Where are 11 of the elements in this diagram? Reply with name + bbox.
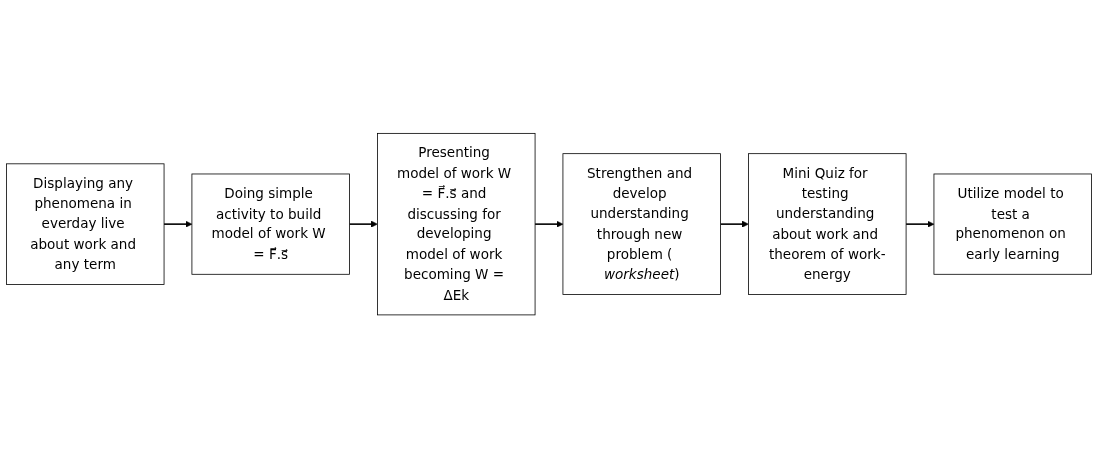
arrow: [348, 221, 378, 228]
node-box: Doing simple activity to build model of work W = F⃗.s⃗: [191, 173, 350, 276]
arrow: [534, 221, 564, 228]
node-box: Strengthen and develop understanding through new problem ( worksheet): [562, 153, 721, 296]
node-box: Utilize model to test a phenomenon on early learning: [933, 173, 1092, 276]
node-box: Mini Quiz for testing understanding about work and theorem of work-energy: [748, 153, 907, 296]
arrow: [905, 221, 935, 228]
node-box: Displaying any phenomena in everday live about work and any term: [6, 163, 165, 286]
arrow: [719, 221, 749, 228]
node-box: Presenting model of work W = F⃗.s⃗ and discussing for developing model of work becoming W = ΔEk: [377, 133, 536, 316]
arrow: [163, 221, 193, 228]
